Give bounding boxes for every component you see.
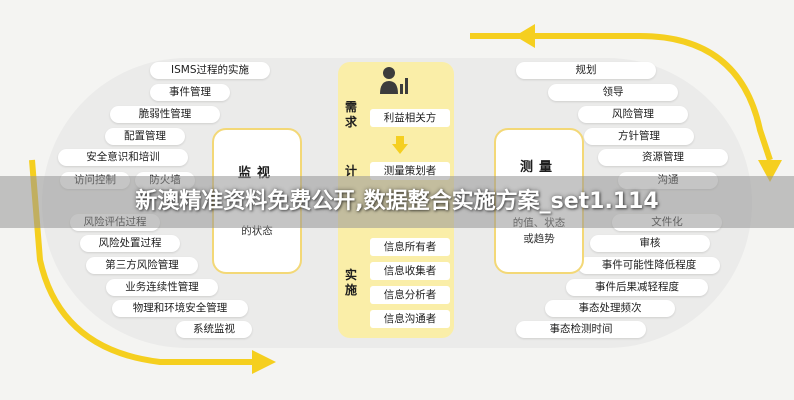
right-item-policy: 方针管理 [584,128,694,145]
arrow-head-top [515,24,535,48]
left-item-physical: 物理和环境安全管理 [112,300,248,317]
measure-title: 测量 [519,160,558,175]
monitor-sub: 的状态 [241,225,273,237]
left-item-vuln: 脆弱性管理 [110,106,220,123]
arrow-head-right [758,160,782,182]
arrow-head-bottom [252,350,276,374]
left-item-incident: 事件管理 [150,84,230,101]
right-item-risk: 风险管理 [578,106,688,123]
right-item-frequency: 事态处理频次 [545,300,675,317]
stakeholder-pill: 利益相关方 [370,109,450,127]
right-item-consequence: 事件后果减轻程度 [566,279,708,296]
measure-planner-pill: 测量策划者 [370,162,450,180]
left-item-awareness: 安全意识和培训 [58,149,188,166]
right-item-audit: 审核 [590,235,710,252]
banner-text: 新澳精准资料免费公开,数据整合实施方案_set1.114 [135,189,659,214]
title-banner: 新澳精准资料免费公开,数据整合实施方案_set1.114 [0,176,794,228]
person-chart-icon [380,67,408,94]
implement-item-analyst: 信息分析者 [370,286,450,304]
right-item-plan: 规划 [516,62,656,79]
left-item-isms: ISMS过程的实施 [150,62,270,79]
down-arrow-icon [392,136,408,154]
right-item-lead: 领导 [548,84,678,101]
left-item-third-party: 第三方风险管理 [86,257,198,274]
implement-item-communicator: 信息沟通者 [370,310,450,328]
plan-label: 计 [344,164,357,178]
measure-sub-2: 或趋势 [523,233,555,245]
implement-item-owner: 信息所有者 [370,238,450,256]
implement-label: 实施 [344,268,357,297]
right-item-detect-time: 事态检测时间 [516,321,646,338]
left-item-bcm: 业务连续性管理 [106,279,218,296]
requirement-label: 需求 [344,100,357,129]
implement-item-collector: 信息收集者 [370,262,450,280]
right-item-likelihood: 事件可能性降低程度 [578,257,720,274]
left-item-sysmon: 系统监视 [176,321,252,338]
left-item-config: 配置管理 [105,128,185,145]
left-item-risk-treat: 风险处置过程 [80,235,180,252]
right-item-resource: 资源管理 [598,149,728,166]
